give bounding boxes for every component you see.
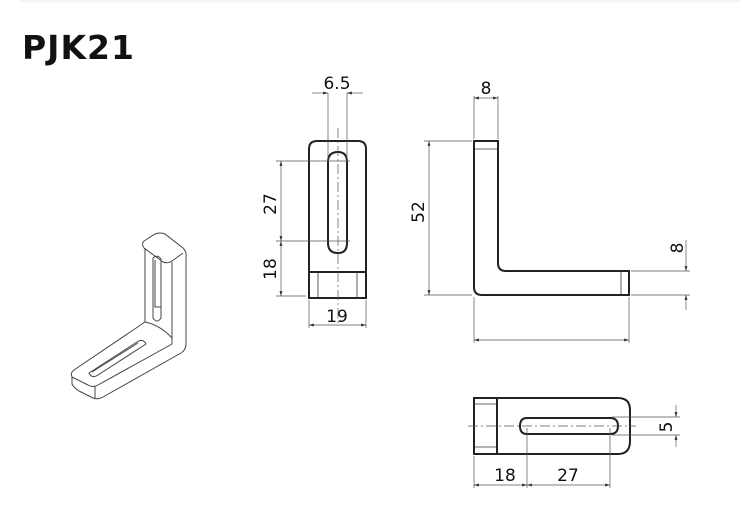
dim-bottom-offset: 18: [261, 258, 281, 280]
dim-bottom-offset: 18: [494, 466, 516, 486]
top-border: [20, 0, 740, 4]
dim-bottom-slot-length: 27: [557, 466, 579, 486]
side-view: 8 52 8: [409, 79, 690, 343]
dim-base-thickness: 8: [668, 243, 688, 254]
dim-top-thickness: 8: [481, 79, 492, 99]
dim-slot-length: 27: [261, 193, 281, 215]
dim-height: 52: [409, 201, 429, 223]
isometric-view: [70, 232, 187, 400]
dim-width: 19: [326, 307, 348, 327]
part-number-title: PJK21: [22, 28, 135, 67]
front-view: 6.5 27 18 19: [261, 74, 367, 328]
dim-slot-width: 6.5: [323, 74, 350, 94]
dim-bottom-slot-width: 5: [657, 422, 677, 433]
bottom-view: 5 18 27: [468, 397, 680, 488]
